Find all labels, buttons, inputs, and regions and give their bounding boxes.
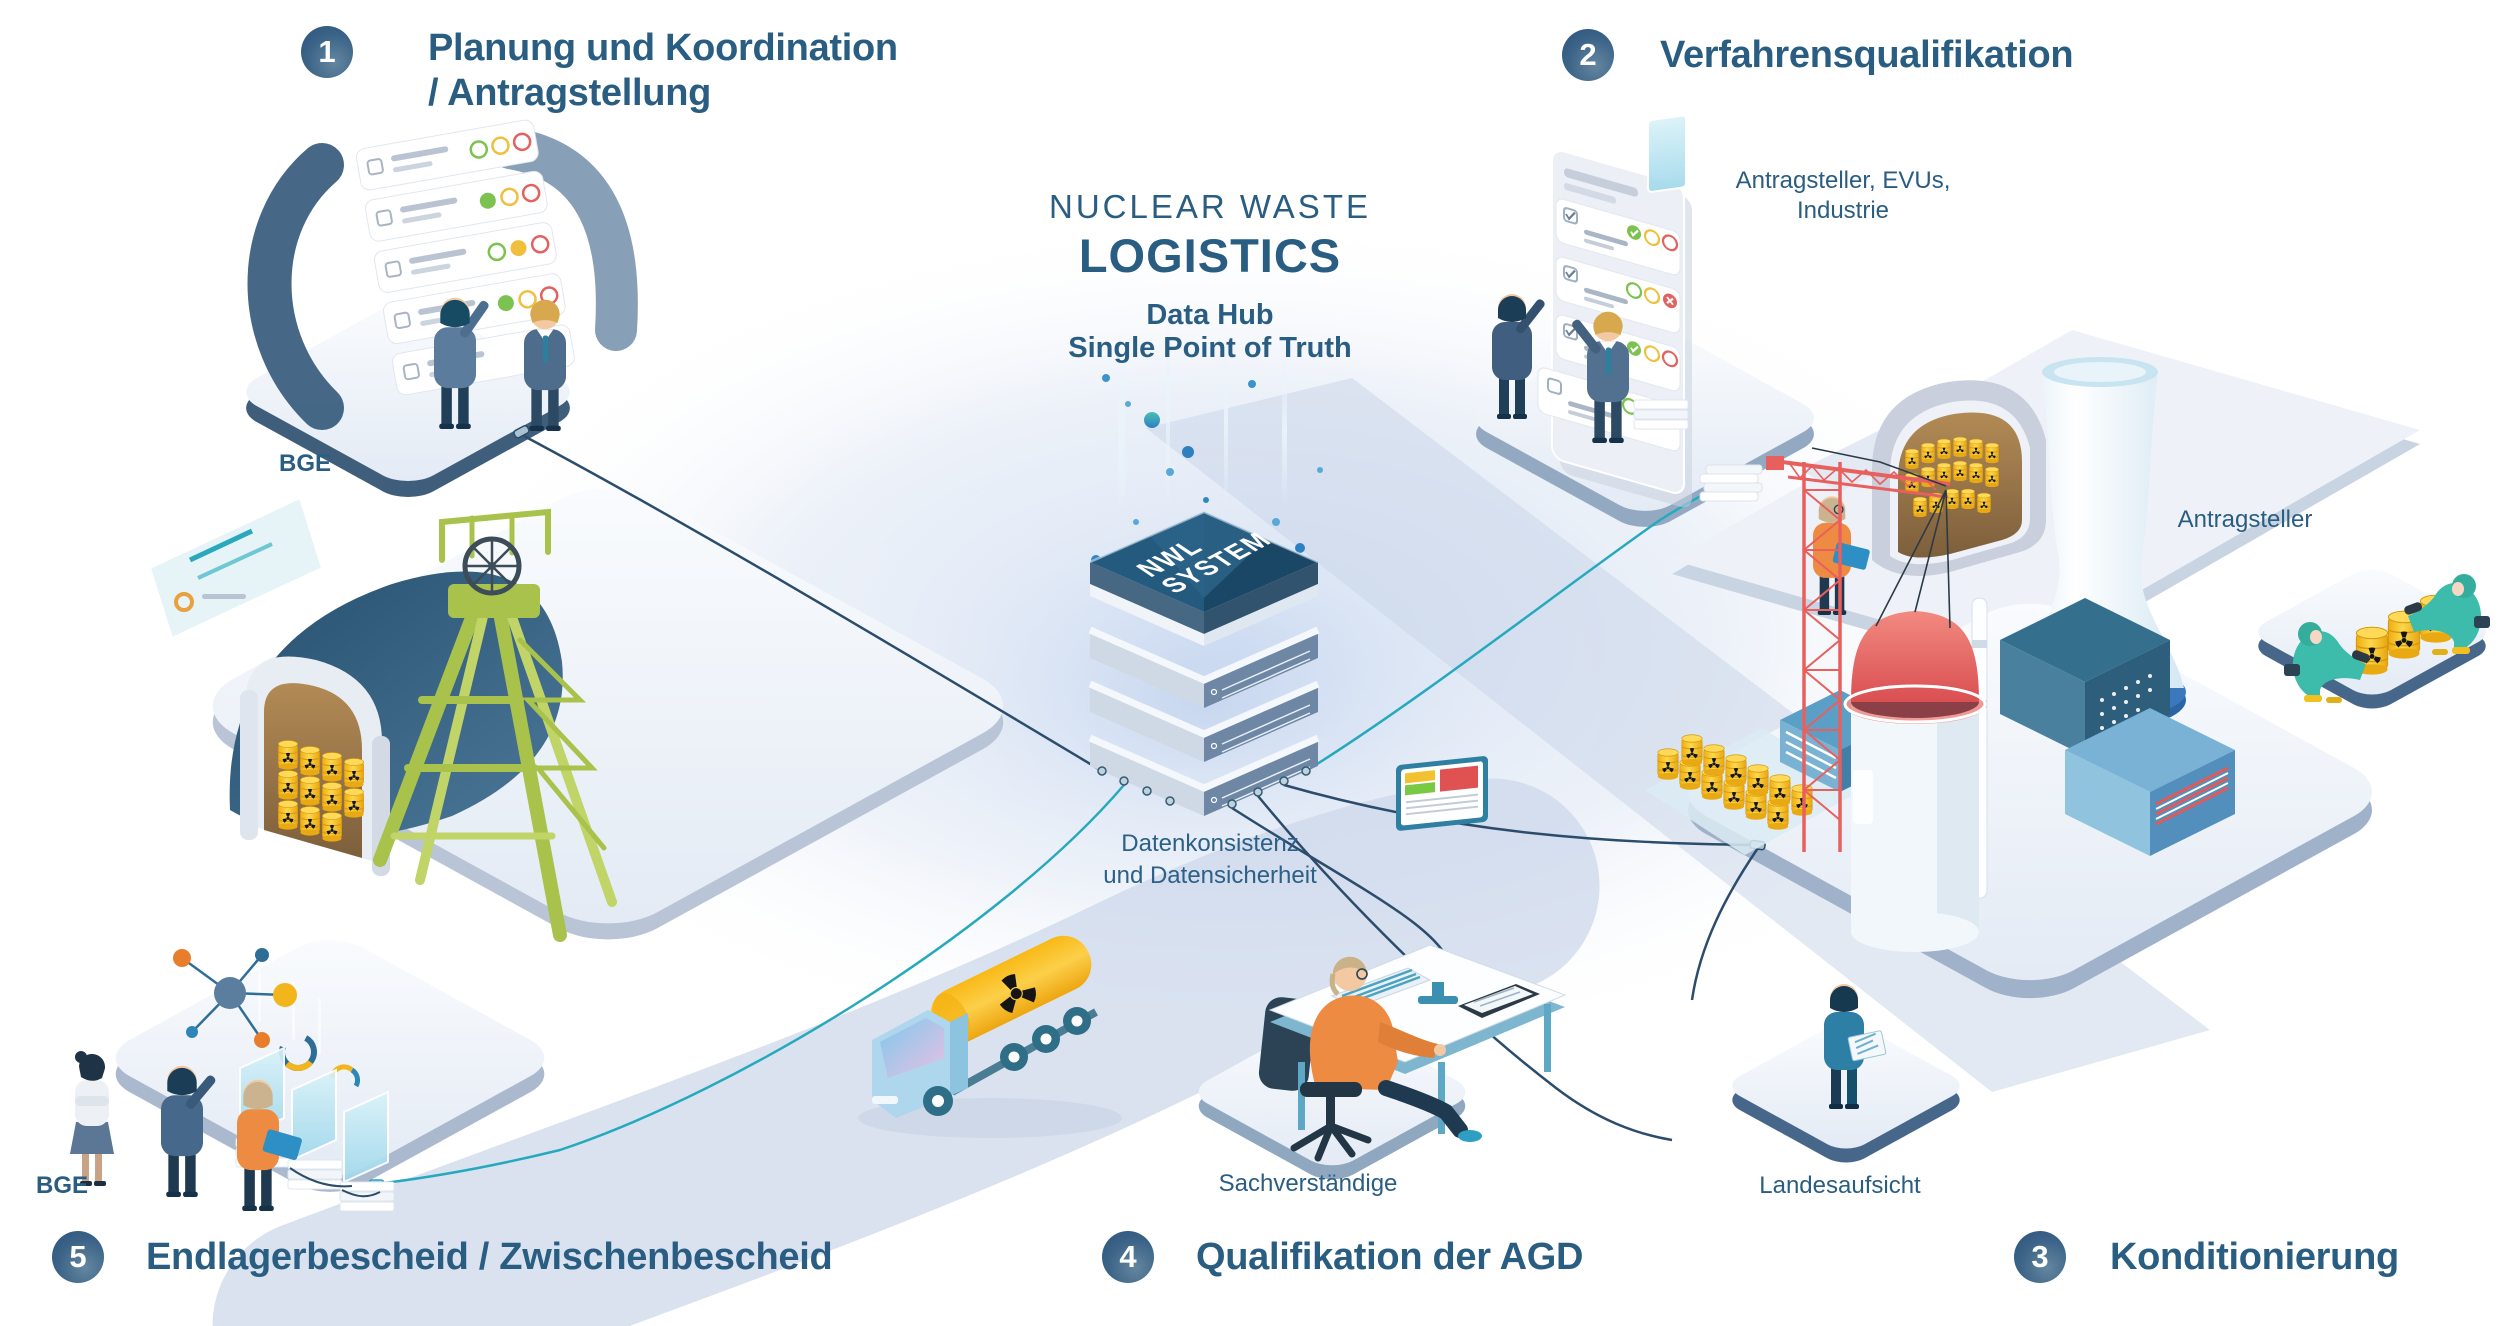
step-label-5: Endlagerbescheid / Zwischenbescheid [146, 1236, 833, 1278]
server-slab-1 [1088, 626, 1320, 708]
step-label-4: Qualifikation der AGD [1196, 1236, 1584, 1278]
label-landesaufsicht: Landesaufsicht [1759, 1172, 1921, 1199]
cable-to-bge-bottom [375, 784, 1125, 1186]
cable-dangle [1690, 847, 1760, 1001]
scene-verfahren [1492, 114, 1763, 508]
server-slab-2 [1088, 680, 1320, 762]
crane [1766, 447, 1951, 852]
person-landesaufsicht [1824, 984, 1887, 1109]
scene-endlager [229, 508, 617, 942]
nwl-server [1088, 296, 1323, 816]
person-verfahren-1 [1492, 294, 1545, 419]
person-bge-woman [70, 1051, 114, 1186]
molecule-diagram [173, 948, 297, 1048]
hazmat-worker-right [2404, 574, 2490, 655]
server-cap [1089, 510, 1319, 646]
label-bge-bottom: BGE [35, 1172, 88, 1199]
caption-line1: Datenkonsistenz [1121, 830, 1299, 857]
hub-caption: Datenkonsistenz und Datensicherheit [1040, 828, 1380, 892]
data-rays [1118, 296, 1287, 513]
step-badge-2: 2 [1562, 29, 1614, 81]
server-ports [1097, 766, 1311, 809]
reactor [1843, 611, 1987, 952]
paper-stack [1699, 464, 1763, 502]
person-sachverstaendige [1309, 956, 1482, 1142]
step-label-1: Planung und Koordination / Antragstellun… [428, 27, 898, 114]
scene-landesaufsicht [1824, 984, 1887, 1109]
step-badge-3: 3 [2014, 1231, 2066, 1283]
label-sachverstaendige: Sachverständige [1218, 1170, 1398, 1197]
step-label-3: Konditionierung [2110, 1236, 2399, 1278]
step-badge-5: 5 [52, 1231, 104, 1283]
label-antragsteller: Antragsteller [2177, 506, 2313, 533]
person-bge-2 [524, 299, 566, 432]
scene-bge-bottom [70, 922, 395, 1212]
title-line2: LOGISTICS [1078, 229, 1342, 282]
subtitle-line2: Single Point of Truth [1068, 332, 1352, 365]
step-badge-1: 1 [301, 26, 353, 78]
mine-headframe [373, 508, 617, 942]
person-verfahren-2 [1572, 311, 1629, 444]
person-bge-orange [237, 1079, 302, 1212]
monitor [1396, 756, 1488, 1004]
step-badge-4: 4 [1102, 1231, 1154, 1283]
plant-building-light [2065, 708, 2235, 856]
report-pane [148, 496, 324, 640]
checklist-row [355, 119, 539, 191]
scene-konditionierung [1645, 357, 2235, 952]
plant-building-dark [2000, 598, 2170, 756]
cable-to-landesaufsicht [1257, 795, 1673, 1142]
data-dots [1091, 374, 1323, 565]
caption-line2: und Datensicherheit [1103, 862, 1317, 889]
headframe-wheel [462, 536, 522, 596]
tablet-on-desk [1458, 984, 1540, 1018]
transport-truck [858, 935, 1122, 1138]
chair-base [1290, 1082, 1372, 1162]
label-bge-top: BGE [278, 450, 331, 477]
hub-title: NUCLEAR WASTE LOGISTICS Data Hub Single … [950, 188, 1470, 366]
scene-sachverstaendige [1258, 756, 1567, 1162]
subtitle-line1: Data Hub [1146, 299, 1274, 331]
label-antragsteller-evus: Antragsteller, EVUs, Industrie [1735, 167, 1951, 224]
kiosk-screen [1633, 114, 1689, 430]
cable-to-bge-top [523, 434, 1103, 773]
curved-screen-right [489, 127, 638, 351]
person-bge-1 [434, 297, 489, 430]
person-bge-man [161, 1065, 216, 1198]
server-slab-3 [1088, 734, 1320, 816]
cable-to-konditionierung [1283, 783, 1755, 847]
platform-landesaufsicht [1732, 1023, 1960, 1163]
step-label-2: Verfahrensqualifikation [1660, 34, 2074, 76]
title-line1: NUCLEAR WASTE [1049, 188, 1371, 225]
scene-antragsteller [2284, 574, 2490, 703]
scene-planung [148, 119, 638, 640]
curved-screen-left [247, 143, 344, 430]
chimney-band [1972, 640, 1987, 648]
hazmat-worker-left [2284, 622, 2370, 703]
